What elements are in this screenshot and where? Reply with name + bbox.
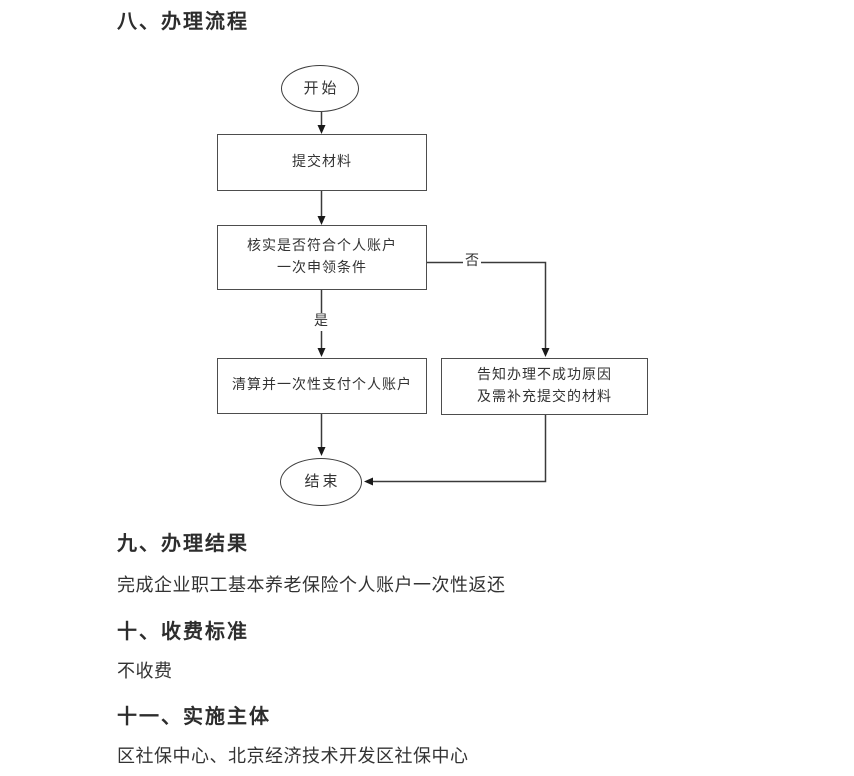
arrowhead-submit-to-verify (317, 216, 326, 225)
arrowhead-pay-to-end (317, 447, 326, 456)
flow-node-end-label: 结束 (304, 474, 341, 490)
flow-node-start-label: 开始 (303, 80, 340, 97)
arrowhead-start-to-submit (317, 125, 326, 134)
connector-notify-to-end (371, 415, 547, 483)
connector-no-branch (427, 261, 547, 350)
flow-node-verify-eligibility-line2: 一次申领条件 (277, 260, 367, 276)
branch-label-yes: 是 (312, 313, 330, 331)
flow-node-notify-failure-line1: 告知办理不成功原因 (477, 367, 612, 383)
flow-node-submit-materials: 提交材料 (217, 134, 427, 191)
flow-node-verify-eligibility-line1: 核实是否符合个人账户 (247, 238, 397, 254)
arrowhead-no-branch (541, 348, 550, 357)
section-body-implementer: 区社保中心、北京经济技术开发区社保中心 (117, 746, 469, 766)
flow-node-start: 开始 (281, 65, 359, 112)
flow-node-notify-failure-line2: 及需补充提交的材料 (477, 389, 612, 405)
section-body-result: 完成企业职工基本养老保险个人账户一次性返还 (117, 575, 506, 595)
arrowhead-yes-branch (317, 348, 326, 357)
branch-label-no: 否 (463, 253, 481, 271)
flow-node-verify-eligibility: 核实是否符合个人账户 一次申领条件 (217, 225, 427, 290)
section-heading-fees: 十、收费标准 (117, 621, 249, 643)
section-body-fees: 不收费 (117, 661, 173, 681)
flow-node-submit-materials-label: 提交材料 (292, 154, 352, 170)
section-heading-implementer: 十一、实施主体 (117, 706, 271, 728)
flow-node-liquidate-pay: 清算并一次性支付个人账户 (217, 358, 427, 414)
flow-node-notify-failure: 告知办理不成功原因 及需补充提交的材料 (441, 358, 648, 415)
section-heading-process-flow: 八、办理流程 (117, 11, 249, 33)
arrowhead-notify-to-end (364, 477, 373, 486)
flow-node-liquidate-pay-label: 清算并一次性支付个人账户 (232, 378, 412, 393)
flow-node-end: 结束 (280, 458, 362, 506)
section-heading-result: 九、办理结果 (117, 533, 249, 555)
